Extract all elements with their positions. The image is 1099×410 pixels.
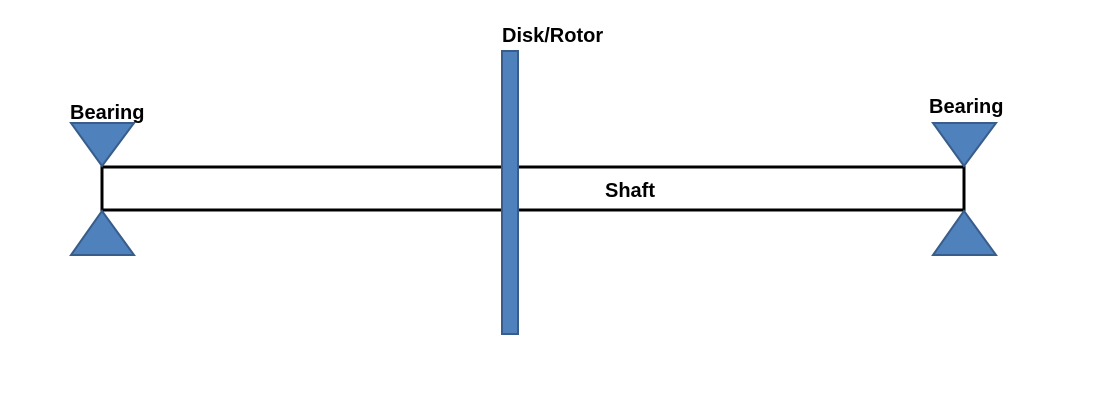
bearing-left-upper-triangle: [69, 122, 136, 168]
bearing-left-lower-triangle: [69, 209, 136, 256]
bearing-right-upper-triangle: [931, 122, 998, 168]
bearing-right-lower-triangle: [931, 209, 998, 256]
bearing-right-label: Bearing: [929, 96, 1003, 118]
bearing-left-label: Bearing: [70, 102, 144, 124]
disk-rotor: [501, 50, 519, 335]
disk-rotor-label: Disk/Rotor: [502, 25, 603, 47]
bearing-right: [931, 122, 998, 256]
shaft: [100, 165, 966, 212]
shaft-label: Shaft: [605, 180, 655, 202]
bearing-left: [69, 122, 136, 256]
